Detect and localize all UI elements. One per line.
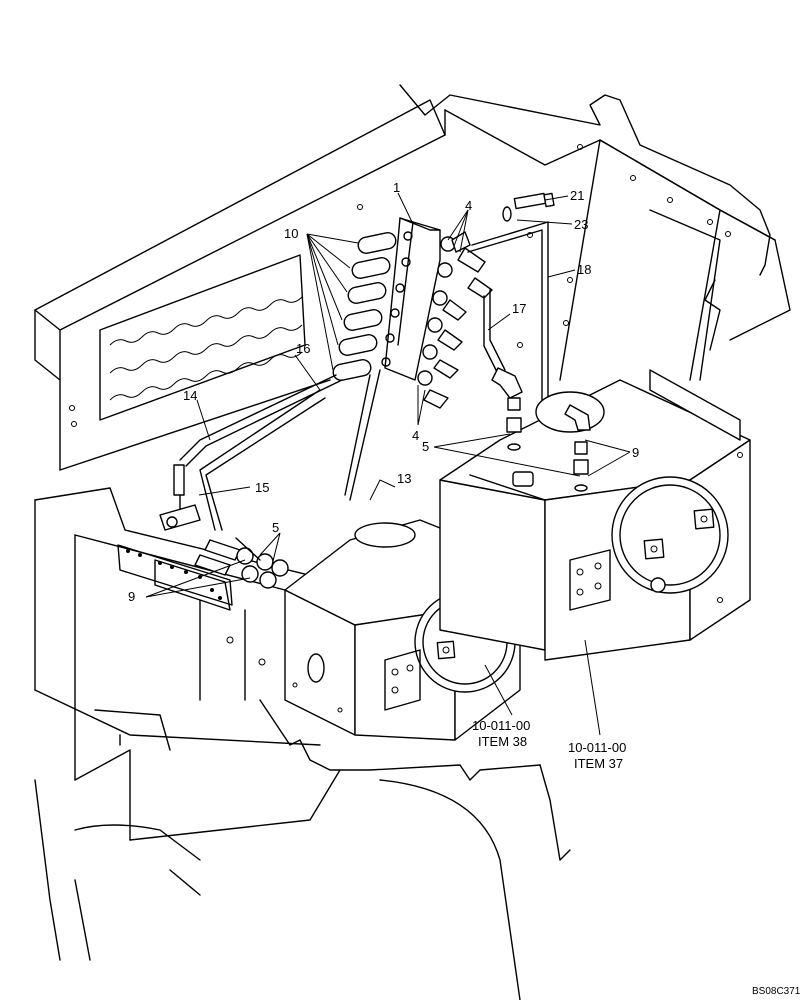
fittings-10 <box>332 232 397 381</box>
ref-left-line2: ITEM 38 <box>478 734 527 749</box>
ref-left-line1: 10-011-00 <box>472 718 530 733</box>
callout-10: 10 <box>284 226 298 241</box>
motor-fittings <box>491 367 591 492</box>
ref-right-line1: 10-011-00 <box>568 740 626 755</box>
cross-references: 10-011-00 ITEM 38 10-011-00 ITEM 37 <box>472 718 626 771</box>
callout-5-center: 5 <box>422 439 429 454</box>
upper-right-plate <box>399 84 791 381</box>
rear-frame <box>34 99 446 471</box>
bolt-21-washer-23 <box>502 192 555 222</box>
callout-9-left: 9 <box>128 589 135 604</box>
callout-9-right: 9 <box>632 445 639 460</box>
callout-13: 13 <box>397 471 411 486</box>
callout-23: 23 <box>574 217 588 232</box>
callout-14: 14 <box>183 388 197 403</box>
callout-15: 15 <box>255 480 269 495</box>
manifold-block <box>381 217 441 381</box>
ref-right-line2: ITEM 37 <box>574 756 623 771</box>
callout-5-left: 5 <box>272 520 279 535</box>
hydraulic-lines <box>179 221 549 531</box>
tee-fittings <box>159 464 289 589</box>
callout-4-top: 4 <box>465 198 472 213</box>
callout-1: 1 <box>393 180 400 195</box>
drawing-code: BS08C371 <box>752 986 801 997</box>
callout-4-bottom: 4 <box>412 428 419 443</box>
motor-item-37 <box>439 369 751 661</box>
leader-lines <box>145 192 631 736</box>
callout-16: 16 <box>296 341 310 356</box>
callout-21: 21 <box>570 188 584 203</box>
callout-18: 18 <box>577 262 591 277</box>
fittings-4 <box>417 231 493 409</box>
callout-labels: 1 4 4 5 5 9 9 10 13 14 15 16 17 18 21 23 <box>128 180 639 604</box>
callout-17: 17 <box>512 301 526 316</box>
